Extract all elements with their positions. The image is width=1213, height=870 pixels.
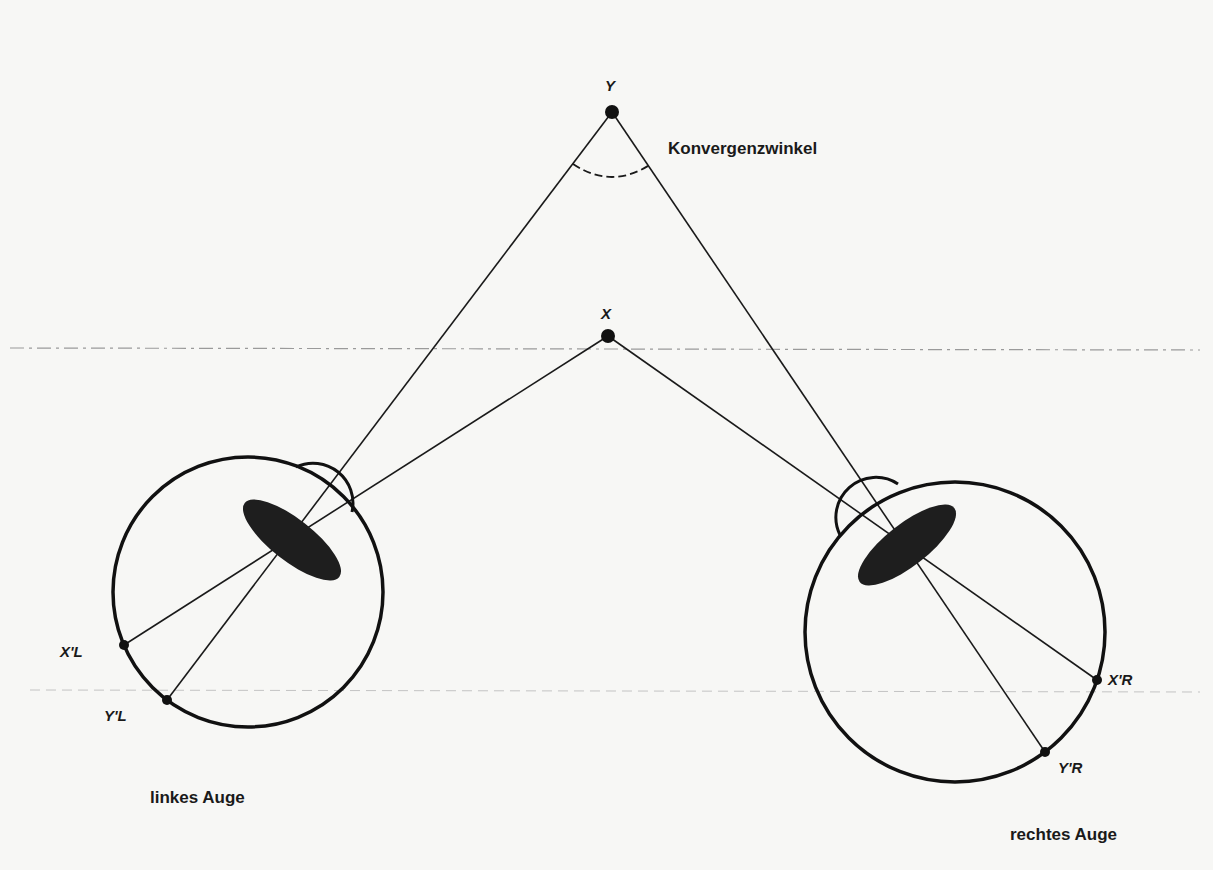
retina-label: Y'R [1058, 760, 1082, 777]
eye-label: linkes Auge [150, 789, 245, 808]
retina-label: X'L [60, 644, 83, 661]
right-eye [805, 477, 1105, 782]
point-label: Y [605, 78, 615, 95]
angle-label: Konvergenzwinkel [668, 140, 817, 159]
sight-line [124, 336, 608, 645]
sight-line [612, 112, 1045, 752]
retina-label: X'R [1108, 672, 1132, 689]
horizontal-line [10, 348, 1200, 350]
point-y [605, 105, 619, 119]
point-x [601, 329, 615, 343]
convergence-arc [573, 164, 651, 177]
point-label: X [601, 306, 611, 323]
retina-label: Y'L [104, 708, 127, 725]
left-eye [113, 457, 383, 727]
eye-label: rechtes Auge [1010, 826, 1117, 845]
horizontal-line [30, 690, 1200, 692]
sight-line [608, 336, 1097, 680]
sight-line [167, 112, 612, 700]
